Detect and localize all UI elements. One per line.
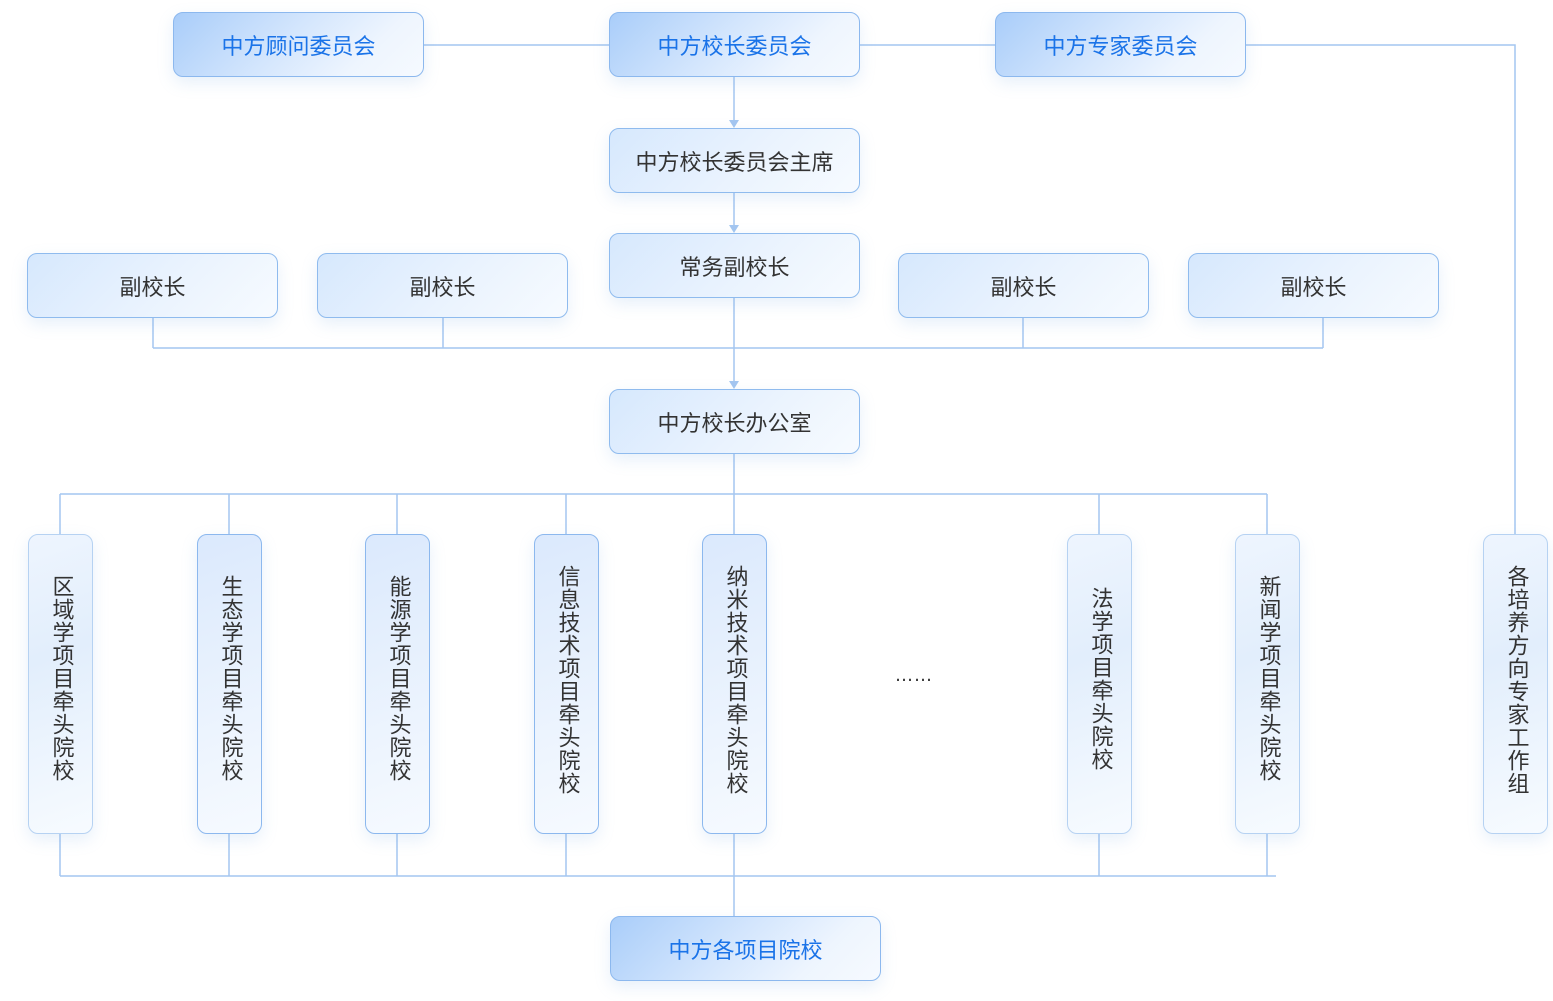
- node-label: 生态学项目牵头院校: [217, 575, 243, 782]
- node-label: 副校长: [409, 275, 476, 301]
- node-label: 中方专家委员会: [1043, 34, 1198, 60]
- node-label: 常务副校长: [679, 255, 790, 281]
- lead-school-node[interactable]: 纳米技术项目牵头院校: [702, 534, 767, 834]
- experts-committee-node[interactable]: 中方专家委员会: [995, 12, 1246, 77]
- more-schools-ellipsis: ……: [895, 665, 933, 686]
- lead-school-node[interactable]: 法学项目牵头院校: [1067, 534, 1132, 834]
- node-label: 区域学项目牵头院校: [48, 575, 74, 782]
- lead-school-node[interactable]: 生态学项目牵头院校: [197, 534, 262, 834]
- node-label: 能源学项目牵头院校: [385, 575, 411, 782]
- vice-president-node[interactable]: 副校长: [27, 253, 278, 318]
- node-label: 中方校长办公室: [657, 411, 812, 437]
- arrow-down-icon: [729, 381, 739, 389]
- node-label: 中方校长委员会主席: [635, 150, 834, 176]
- node-label: 中方顾问委员会: [221, 34, 376, 60]
- executive-vice-president-node[interactable]: 常务副校长: [609, 233, 860, 298]
- node-label: 副校长: [990, 275, 1057, 301]
- committee-chair-node[interactable]: 中方校长委员会主席: [609, 128, 860, 193]
- node-label: 中方各项目院校: [668, 938, 823, 964]
- advisory-committee-node[interactable]: 中方顾问委员会: [173, 12, 424, 77]
- node-label: 法学项目牵头院校: [1087, 587, 1113, 771]
- node-label: 信息技术项目牵头院校: [554, 565, 580, 795]
- node-label: 各培养方向专家工作组: [1503, 565, 1529, 795]
- node-label: 副校长: [1280, 275, 1347, 301]
- node-label: 中方校长委员会: [657, 34, 812, 60]
- lead-school-node[interactable]: 区域学项目牵头院校: [28, 534, 93, 834]
- project-schools-node[interactable]: 中方各项目院校: [610, 916, 881, 981]
- vice-president-node[interactable]: 副校长: [1188, 253, 1439, 318]
- connector-line: [1245, 44, 1516, 535]
- arrow-down-icon: [729, 225, 739, 233]
- arrow-down-icon: [729, 120, 739, 128]
- node-label: 纳米技术项目牵头院校: [722, 565, 748, 795]
- lead-school-node[interactable]: 新闻学项目牵头院校: [1235, 534, 1300, 834]
- vice-president-node[interactable]: 副校长: [898, 253, 1149, 318]
- node-label: 副校长: [119, 275, 186, 301]
- node-label: 新闻学项目牵头院校: [1255, 575, 1281, 782]
- lead-school-node[interactable]: 能源学项目牵头院校: [365, 534, 430, 834]
- presidents-committee-node[interactable]: 中方校长委员会: [609, 12, 860, 77]
- lead-school-node[interactable]: 信息技术项目牵头院校: [534, 534, 599, 834]
- presidents-office-node[interactable]: 中方校长办公室: [609, 389, 860, 454]
- expert-work-groups-node[interactable]: 各培养方向专家工作组: [1483, 534, 1548, 834]
- vice-president-node[interactable]: 副校长: [317, 253, 568, 318]
